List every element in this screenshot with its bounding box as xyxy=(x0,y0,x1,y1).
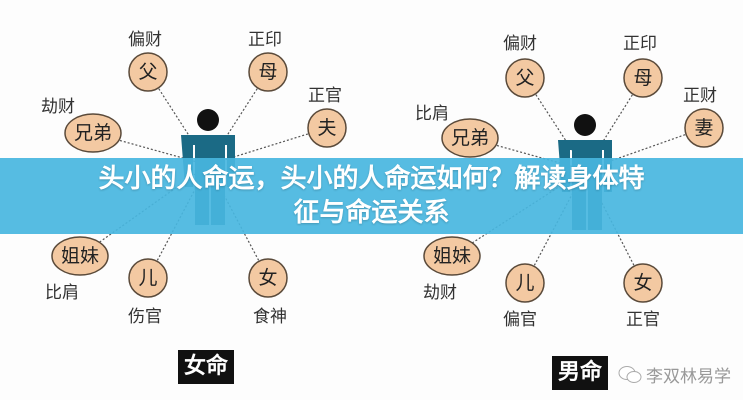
node-daughter: 女 xyxy=(623,263,663,303)
node-label: 正印 xyxy=(248,30,282,50)
node-text: 女 xyxy=(258,267,277,289)
node-text: 母 xyxy=(258,61,277,83)
node-text: 妻 xyxy=(694,117,713,139)
node-father: 父 xyxy=(505,58,545,98)
node-brothers: 兄弟 xyxy=(64,113,122,153)
title-banner: 头小的人命运，头小的人命运如何？解读身体特征与命运关系 xyxy=(0,158,743,234)
node-sisters: 姐妹 xyxy=(51,236,109,276)
node-text: 女 xyxy=(633,272,652,294)
watermark: 李双林易学 xyxy=(618,362,731,387)
female-chart-badge: 女命 xyxy=(178,350,235,384)
node-text: 父 xyxy=(515,67,534,89)
node-label: 偏官 xyxy=(503,310,537,330)
node-label: 伤官 xyxy=(128,307,162,327)
node-label: 正印 xyxy=(623,34,657,54)
node-label: 食神 xyxy=(253,307,287,327)
node-text: 兄弟 xyxy=(74,122,112,144)
node-label: 劫财 xyxy=(423,283,457,303)
node-text: 兄弟 xyxy=(451,127,489,149)
node-label: 正官 xyxy=(308,86,342,106)
node-text: 姐妹 xyxy=(433,245,471,267)
node-text: 夫 xyxy=(317,117,336,139)
node-mother: 母 xyxy=(248,52,288,92)
male-chart-badge: 男命 xyxy=(552,356,609,390)
node-label: 正财 xyxy=(683,86,717,106)
node-text: 儿 xyxy=(138,267,157,289)
connector-line xyxy=(207,127,328,166)
node-sisters: 姐妹 xyxy=(423,236,481,276)
node-text: 儿 xyxy=(515,272,534,294)
connector-line xyxy=(524,169,586,284)
banner-title: 头小的人命运，头小的人命运如何？解读身体特征与命运关系 xyxy=(98,164,645,228)
node-text: 母 xyxy=(633,67,652,89)
node-label: 比肩 xyxy=(415,104,449,124)
node-father: 父 xyxy=(128,52,168,92)
node-daughter: 女 xyxy=(248,258,288,298)
node-label: 劫财 xyxy=(41,97,75,117)
node-label: 偏财 xyxy=(128,30,162,50)
connector-line xyxy=(207,164,269,279)
wechat-icon xyxy=(618,365,642,383)
node-mother: 母 xyxy=(623,58,663,98)
node-text: 父 xyxy=(138,61,157,83)
node-label: 比肩 xyxy=(45,283,79,303)
node-brothers: 兄弟 xyxy=(441,118,499,158)
node-text: 姐妹 xyxy=(61,245,99,267)
node-son: 儿 xyxy=(505,263,545,303)
node-label: 正官 xyxy=(626,310,660,330)
node-label: 偏财 xyxy=(503,34,537,54)
node-wife: 妻 xyxy=(684,108,724,148)
watermark-text: 李双林易学 xyxy=(646,367,731,387)
node-husband: 夫 xyxy=(307,108,347,148)
node-son: 儿 xyxy=(128,258,168,298)
connector-line xyxy=(147,164,209,279)
